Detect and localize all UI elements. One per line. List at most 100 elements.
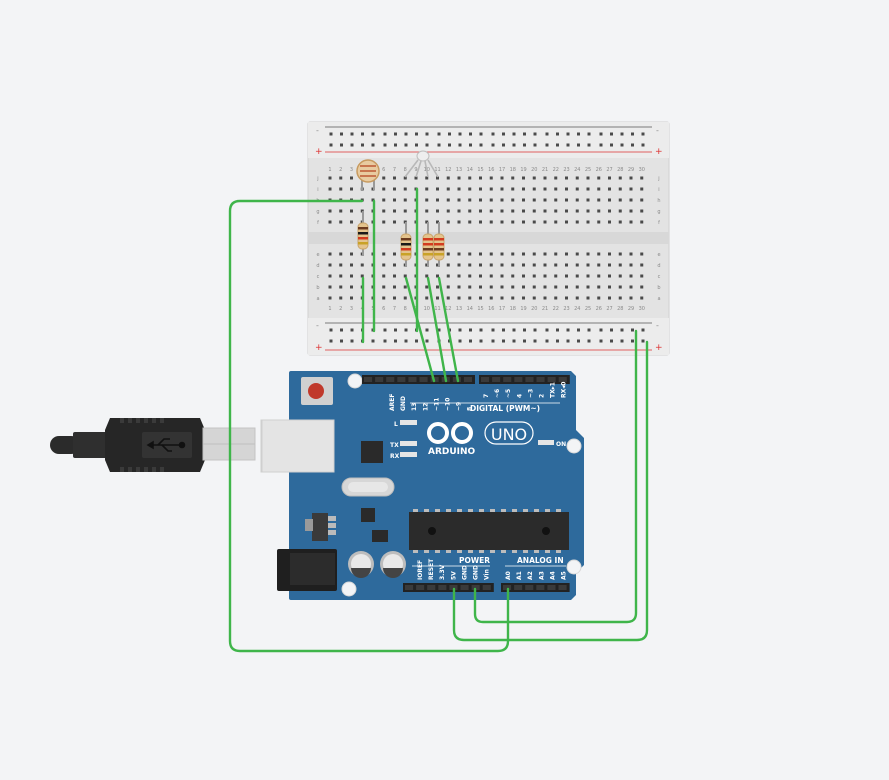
rail-hole[interactable]	[631, 143, 634, 147]
header-pin[interactable]	[449, 585, 458, 590]
breadboard-hole[interactable]	[618, 209, 622, 213]
breadboard-hole[interactable]	[565, 209, 568, 213]
breadboard-hole[interactable]	[532, 176, 536, 180]
breadboard-hole[interactable]	[554, 187, 558, 191]
breadboard-hole[interactable]	[543, 285, 547, 289]
breadboard-hole[interactable]	[457, 176, 461, 180]
breadboard-hole[interactable]	[640, 296, 644, 300]
breadboard-hole[interactable]	[339, 263, 343, 267]
header-pin[interactable]	[438, 585, 447, 590]
breadboard-hole[interactable]	[511, 198, 515, 202]
breadboard-hole[interactable]	[360, 263, 364, 267]
rail-hole[interactable]	[502, 339, 505, 343]
breadboard-hole[interactable]	[575, 296, 579, 300]
breadboard-hole[interactable]	[393, 285, 396, 289]
breadboard-hole[interactable]	[479, 220, 482, 224]
resistor[interactable]	[357, 211, 369, 256]
breadboard-hole[interactable]	[436, 176, 439, 180]
breadboard-hole[interactable]	[511, 263, 515, 267]
breadboard-hole[interactable]	[522, 209, 525, 213]
rail-hole[interactable]	[641, 328, 645, 332]
rail-hole[interactable]	[437, 328, 441, 332]
rail-hole[interactable]	[383, 143, 387, 147]
rail-hole[interactable]	[350, 143, 354, 147]
rail-hole[interactable]	[469, 339, 472, 343]
breadboard-hole[interactable]	[532, 187, 536, 191]
header-pin[interactable]	[536, 585, 545, 590]
header-pin[interactable]	[547, 377, 556, 382]
header-pin[interactable]	[558, 377, 567, 382]
breadboard-hole[interactable]	[382, 285, 386, 289]
rail-hole[interactable]	[404, 328, 408, 332]
breadboard-hole[interactable]	[457, 274, 461, 278]
rail-hole[interactable]	[523, 328, 526, 332]
rail-hole[interactable]	[577, 328, 580, 332]
rail-hole[interactable]	[512, 143, 516, 147]
rail-hole[interactable]	[577, 132, 580, 136]
breadboard-hole[interactable]	[554, 285, 558, 289]
rail-hole[interactable]	[577, 143, 580, 147]
breadboard-hole[interactable]	[522, 176, 525, 180]
breadboard-hole[interactable]	[403, 285, 407, 289]
breadboard-hole[interactable]	[446, 220, 450, 224]
breadboard-hole[interactable]	[393, 187, 396, 191]
breadboard-hole[interactable]	[500, 252, 504, 256]
breadboard-hole[interactable]	[554, 296, 558, 300]
rail-hole[interactable]	[458, 339, 462, 343]
breadboard-hole[interactable]	[479, 176, 482, 180]
rail-hole[interactable]	[566, 143, 570, 147]
breadboard-hole[interactable]	[393, 176, 396, 180]
rail-hole[interactable]	[587, 339, 591, 343]
breadboard-hole[interactable]	[554, 220, 558, 224]
rail-hole[interactable]	[545, 143, 549, 147]
breadboard-hole[interactable]	[500, 176, 504, 180]
breadboard-hole[interactable]	[608, 198, 611, 202]
breadboard-hole[interactable]	[586, 274, 590, 278]
breadboard-hole[interactable]	[597, 220, 601, 224]
breadboard-hole[interactable]	[457, 252, 461, 256]
rail-hole[interactable]	[394, 328, 397, 332]
rail-hole[interactable]	[523, 339, 526, 343]
breadboard-hole[interactable]	[382, 263, 386, 267]
rail-hole[interactable]	[599, 339, 603, 343]
breadboard-hole[interactable]	[543, 274, 547, 278]
breadboard-hole[interactable]	[608, 263, 611, 267]
header-pin[interactable]	[482, 585, 491, 590]
rail-hole[interactable]	[556, 143, 559, 147]
breadboard-hole[interactable]	[640, 220, 644, 224]
breadboard-hole[interactable]	[479, 187, 482, 191]
rail-hole[interactable]	[415, 143, 418, 147]
header-pin[interactable]	[514, 377, 523, 382]
breadboard-hole[interactable]	[565, 263, 568, 267]
rail-hole[interactable]	[415, 132, 418, 136]
breadboard[interactable]: - + - + - + - + 112233445566778899101011…	[307, 121, 670, 356]
rail-hole[interactable]	[631, 132, 634, 136]
rail-hole[interactable]	[512, 328, 516, 332]
rail-hole[interactable]	[610, 328, 613, 332]
breadboard-hole[interactable]	[446, 285, 450, 289]
breadboard-hole[interactable]	[640, 252, 644, 256]
breadboard-hole[interactable]	[328, 252, 332, 256]
breadboard-hole[interactable]	[382, 209, 386, 213]
breadboard-hole[interactable]	[575, 263, 579, 267]
breadboard-hole[interactable]	[436, 220, 439, 224]
rail-hole[interactable]	[610, 132, 613, 136]
breadboard-hole[interactable]	[489, 285, 493, 289]
header-pin[interactable]	[419, 377, 428, 382]
rail-hole[interactable]	[458, 328, 462, 332]
breadboard-hole[interactable]	[446, 209, 450, 213]
breadboard-hole[interactable]	[500, 198, 504, 202]
rail-hole[interactable]	[361, 132, 364, 136]
breadboard-hole[interactable]	[618, 274, 622, 278]
breadboard-hole[interactable]	[640, 198, 644, 202]
rail-hole[interactable]	[641, 132, 645, 136]
rail-hole[interactable]	[371, 143, 375, 147]
rail-hole[interactable]	[523, 132, 526, 136]
breadboard-hole[interactable]	[500, 187, 504, 191]
rail-hole[interactable]	[523, 143, 526, 147]
breadboard-hole[interactable]	[446, 198, 450, 202]
rail-hole[interactable]	[469, 328, 472, 332]
breadboard-hole[interactable]	[565, 252, 568, 256]
breadboard-hole[interactable]	[339, 274, 343, 278]
rail-hole[interactable]	[383, 132, 387, 136]
